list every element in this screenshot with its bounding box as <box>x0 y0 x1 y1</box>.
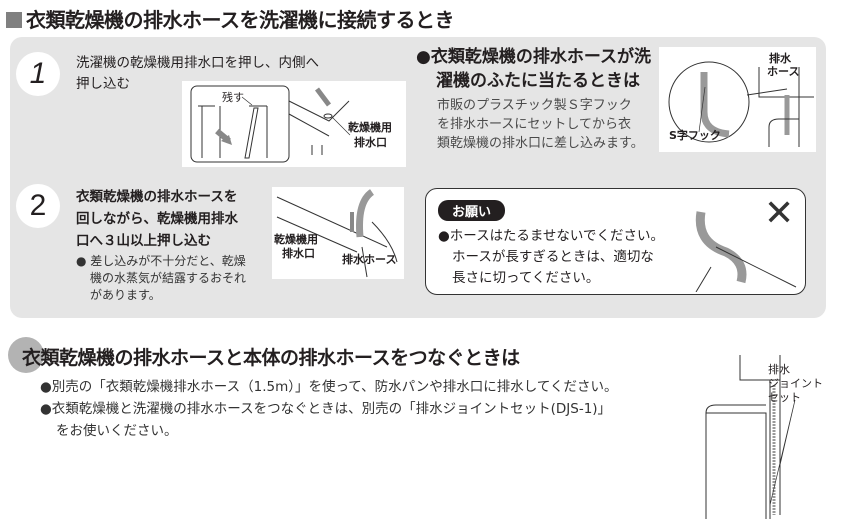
hook-heading: ●衣類乾燥機の排水ホースが洗 濯機のふたに当たるときは <box>416 45 651 93</box>
label-dryer-outlet: 乾燥機用 <box>274 233 318 246</box>
step-1-line: 洗濯機の乾燥機用排水口を押し、内側へ <box>76 55 319 71</box>
hook-body-line: を排水ホースにセットしてから衣 <box>437 117 631 132</box>
step-1-text: 洗濯機の乾燥機用排水口を押し、内側へ 押し込む <box>76 53 319 95</box>
step-1-line: 押し込む <box>76 76 130 92</box>
hook-heading-line: 濯機のふたに当たるときは <box>436 71 640 91</box>
label-joint-set: 排水 <box>768 363 790 376</box>
label-drain-hose: 排水ホース <box>342 253 397 266</box>
page-title-text: 衣類乾燥機の排水ホースを洗濯機に接続するとき <box>26 8 455 32</box>
label-joint-set: セット <box>768 391 801 404</box>
label-joint-set: ジョイント <box>768 377 823 390</box>
label-leave: 残す <box>222 91 244 104</box>
outlet-push-diagram <box>190 85 351 163</box>
request-line: 長さに切ってください。 <box>452 270 600 286</box>
page-title: 衣類乾燥機の排水ホースを洗濯機に接続するとき <box>6 4 455 33</box>
bullet-item: ●別売の「衣類乾燥機排水ホース（1.5m）」を使って、防水パンや排水口に排水して… <box>40 379 618 395</box>
hook-heading-line: ●衣類乾燥機の排水ホースが洗 <box>416 47 651 67</box>
step-1-illustration: 残す 乾燥機用 排水口 <box>182 81 406 167</box>
request-line: ●ホースはたるませないでください。 <box>438 228 665 244</box>
step-2-line: 回しながら、乾燥機用排水 <box>76 211 238 227</box>
request-text: ●ホースはたるませないでください。 ホースが長すぎるときは、適切な 長さに切って… <box>438 226 664 289</box>
bullet-item: ●衣類乾燥機と洗濯機の排水ホースをつなぐときは、別売の「排水ジョイントセット(D… <box>40 401 612 417</box>
step-2-note: ● 差し込みが不十分だと、乾燥 機の水蒸気が結露するおそれ があります。 <box>76 253 246 304</box>
request-box: お願い ●ホースはたるませないでください。 ホースが長すぎるときは、適切な 長さ… <box>425 188 806 295</box>
hook-body-line: 類乾燥機の排水口に差し込みます。 <box>437 136 644 151</box>
note-line: 機の水蒸気が結露するおそれ <box>90 271 247 285</box>
hook-body: 市販のプラスチック製Ｓ字フック を排水ホースにセットしてから衣 類乾燥機の排水口… <box>437 96 644 153</box>
hook-body-line: 市販のプラスチック製Ｓ字フック <box>437 98 632 113</box>
note-line: ● 差し込みが不十分だと、乾燥 <box>76 254 246 268</box>
joint-set-diagram <box>705 355 796 523</box>
section-2-heading: 衣類乾燥機の排水ホースと本体の排水ホースをつなぐときは <box>22 347 520 369</box>
label-drain-hose: ホース <box>767 65 800 78</box>
label-drain-hose: 排水 <box>769 52 791 65</box>
step-1-number: 1 <box>16 52 60 96</box>
label-dryer-outlet: 排水口 <box>354 136 387 149</box>
step-2-line: 口へ３山以上押し込む <box>76 233 211 249</box>
section-2-bullets: ●別売の「衣類乾燥機排水ホース（1.5m）」を使って、防水パンや排水口に排水して… <box>40 376 618 442</box>
label-dryer-outlet: 排水口 <box>282 247 315 260</box>
joint-set-illustration: 排水 ジョイント セット <box>700 355 840 523</box>
request-line: ホースが長すぎるときは、適切な <box>452 249 654 265</box>
step-2-illustration: 乾燥機用 排水口 排水ホース <box>272 187 404 279</box>
bullet-item: をお使いください。 <box>56 423 178 439</box>
section-circle-icon <box>8 337 44 373</box>
label-s-hook: S字フック <box>669 129 721 142</box>
step-2-line: 衣類乾燥機の排水ホースを <box>76 189 238 205</box>
label-dryer-outlet: 乾燥機用 <box>348 121 392 134</box>
note-line: があります。 <box>90 288 161 302</box>
s-hook-illustration: S字フック 排水 ホース <box>659 47 816 152</box>
request-badge: お願い <box>438 200 506 221</box>
square-bullet-icon <box>6 12 22 28</box>
cross-mark-icon: ✕ <box>764 193 795 234</box>
step-2-text: 衣類乾燥機の排水ホースを 回しながら、乾燥機用排水 口へ３山以上押し込む <box>76 186 238 252</box>
step-2-number: 2 <box>16 184 60 228</box>
s-hook-diagram <box>668 61 814 147</box>
hose-insert-diagram <box>276 189 398 278</box>
sagging-hose-illustration <box>695 211 797 292</box>
